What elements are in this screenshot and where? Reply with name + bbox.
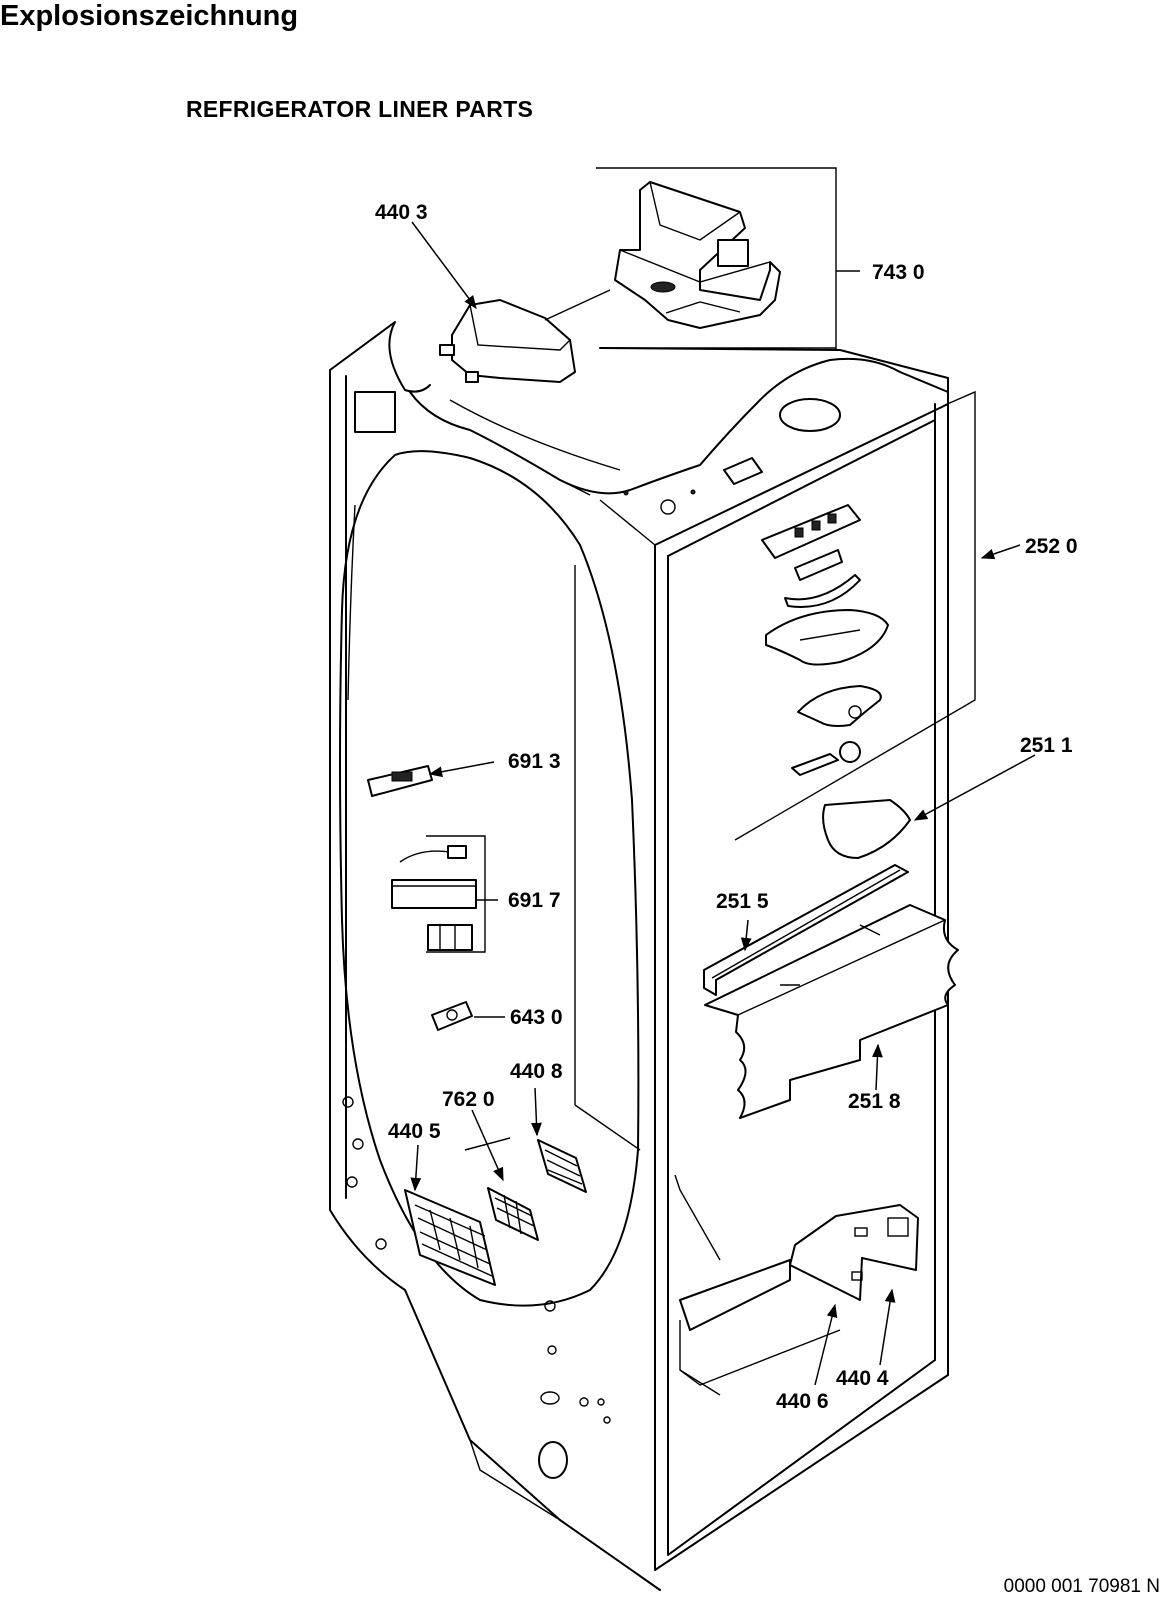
callout-6913: 691 3 [508,750,561,773]
liner-cabinet [329,321,949,1591]
callout-2520: 252 0 [1025,535,1078,558]
part-group-6917 [391,835,486,953]
part-fan-grille-4405 [404,1189,496,1286]
part-rail-2515 [703,864,909,996]
callout-4405: 440 5 [388,1120,441,1143]
part-control-assembly-2520 [761,504,889,776]
part-fan-housing-4403 [439,299,576,383]
bracket-2520 [734,390,976,841]
part-6430 [431,1001,473,1031]
part-panel-2518 [704,904,959,1119]
part-filter-7620 [487,1187,539,1241]
part-air-duct-7430 [614,181,781,329]
callout-6917: 691 7 [508,889,561,912]
callout-6430: 643 0 [510,1006,563,1029]
callout-2515: 251 5 [716,890,769,913]
callout-7430: 743 0 [872,261,925,284]
section-title: REFRIGERATOR LINER PARTS [186,96,534,122]
callout-2518: 251 8 [848,1090,901,1113]
bracket-7430 [596,167,837,350]
callout-4404: 440 4 [836,1367,889,1390]
callout-7620: 762 0 [442,1088,495,1111]
page-title: Explosionszeichnung [0,0,299,32]
part-grille-4408 [537,1139,587,1193]
callout-2511: 251 1 [1020,734,1073,757]
callout-4408: 440 8 [510,1060,563,1083]
part-bracket-4404-4406 [789,1204,919,1301]
drawing-number: 0000 001 70981 N [1003,1576,1160,1597]
callout-4403: 440 3 [375,201,428,224]
callout-4406: 440 6 [776,1390,829,1413]
liner-cutaway [339,450,640,1307]
part-light-shield-2511 [822,799,911,859]
